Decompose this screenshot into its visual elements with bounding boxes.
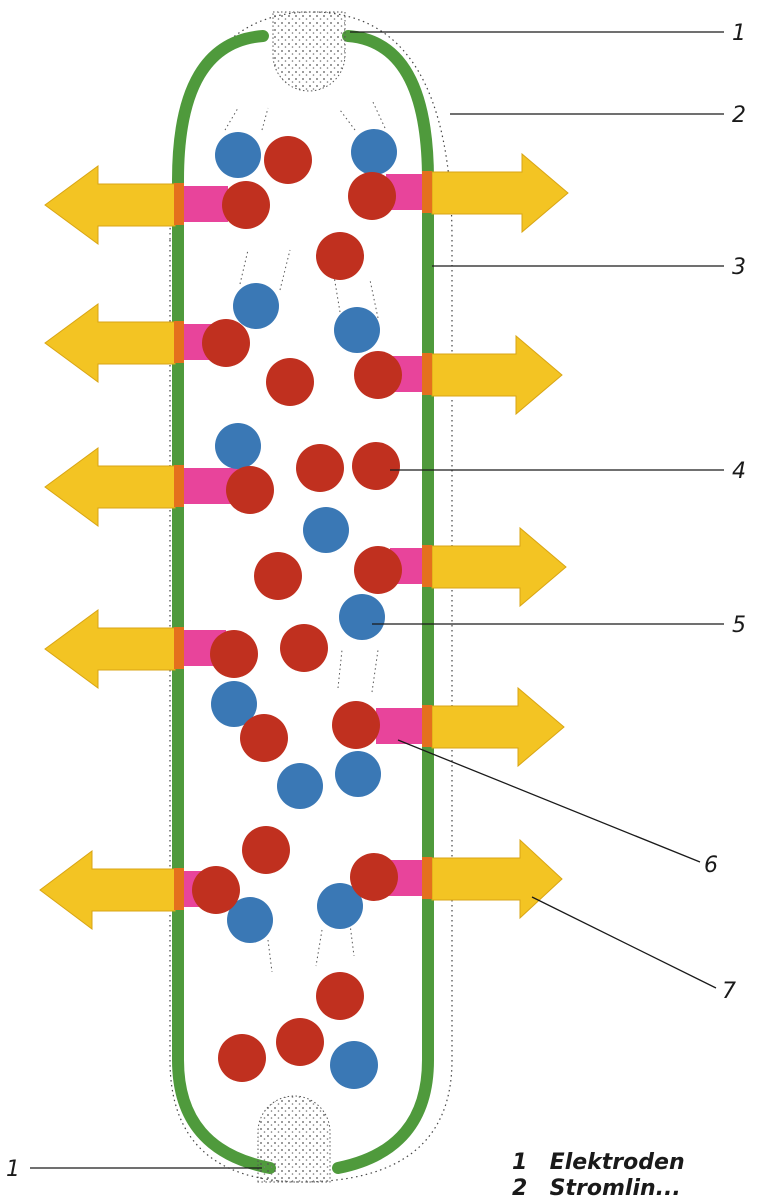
label-5: 5 [732,613,746,638]
legend-text: Stromlin... [550,1176,681,1201]
blue-particle [339,594,385,640]
red-particle [354,546,402,594]
legend-number: 1 [512,1150,542,1175]
label-1-top: 1 [732,21,746,46]
red-particle [316,232,364,280]
arrow-right-3 [432,528,566,606]
blue-particle [335,751,381,797]
red-particle [350,853,398,901]
blue-particle [334,307,380,353]
label-2: 2 [732,103,746,128]
arrow-left-2 [45,304,175,382]
red-particle [354,351,402,399]
red-particle [296,444,344,492]
red-particle [352,442,400,490]
red-particle [254,552,302,600]
red-particle [316,972,364,1020]
blue-particle [215,423,261,469]
red-particle [226,466,274,514]
blue-particle [215,132,261,178]
red-particle [242,826,290,874]
red-particle [280,624,328,672]
red-particle [348,172,396,220]
label-3: 3 [732,255,746,280]
red-particle [202,319,250,367]
red-particle [240,714,288,762]
label-1-bottom: 1 [6,1157,20,1182]
blue-particle [277,763,323,809]
legend-item-2: 2 Stromlin... [512,1176,681,1201]
electrode-top [273,12,345,91]
arrow-left-3 [45,448,175,526]
red-particle [266,358,314,406]
red-particle [276,1018,324,1066]
blue-particles [211,129,397,1089]
blue-particle [233,283,279,329]
blue-particle [330,1041,378,1089]
red-particle [218,1034,266,1082]
red-particle [210,630,258,678]
arrow-right-1 [432,154,568,232]
label-4: 4 [732,459,746,484]
arrow-left-1 [45,166,175,244]
red-particle [264,136,312,184]
red-particle [222,181,270,229]
label-7: 7 [722,979,736,1004]
arrow-right-4 [432,688,564,766]
blue-particle [351,129,397,175]
legend-item-1: 1 Elektroden [512,1150,685,1175]
legend-text: Elektroden [550,1150,685,1175]
red-particle [332,701,380,749]
electrode-bottom [258,1096,330,1182]
label-6: 6 [704,853,718,878]
arrow-left-5 [40,851,175,929]
arrow-right-2 [432,336,562,414]
arrows-left [40,166,175,929]
red-particle [192,866,240,914]
arrow-left-4 [45,610,175,688]
legend-number: 2 [512,1176,542,1201]
blue-particle [303,507,349,553]
